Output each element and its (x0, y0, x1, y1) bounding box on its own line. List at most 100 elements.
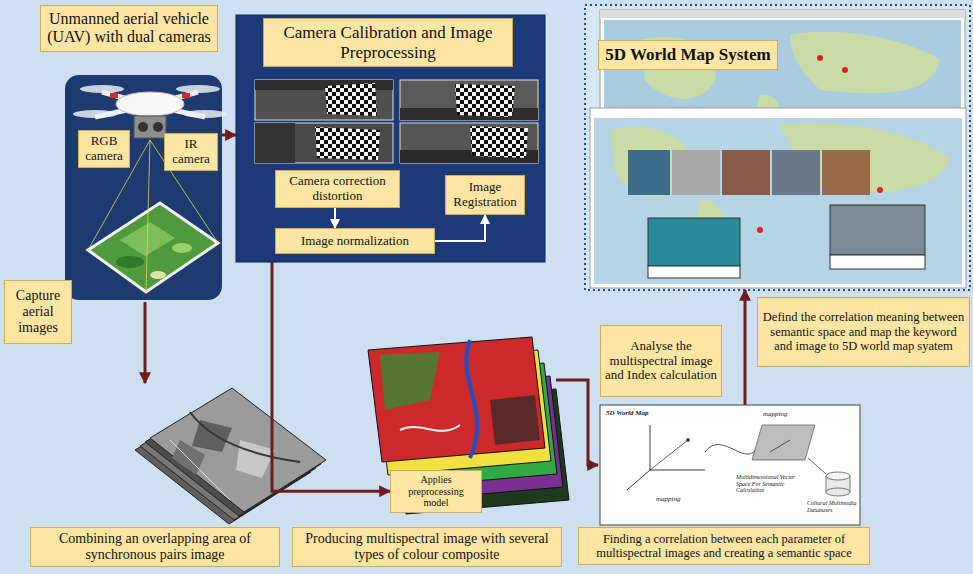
multispectral-stack (368, 337, 545, 462)
world-map-screens (722, 150, 770, 195)
world-map-screens (830, 255, 925, 269)
aerial-image-stack (192, 420, 232, 452)
box-text: RGB camera (83, 134, 125, 164)
world-map-screens (585, 5, 970, 290)
uav-illustration (116, 92, 184, 116)
figure-label: Cultural Multimedia Databases (806, 500, 858, 513)
calibration-illustration (470, 126, 528, 158)
semantic-space-figure (770, 440, 790, 452)
world-map-screens (830, 205, 925, 255)
calibration-illustration (400, 123, 538, 163)
world-map-screens (790, 32, 940, 94)
uav-illustration (80, 85, 124, 93)
uav-illustration (150, 271, 166, 279)
multispectral-stack (556, 380, 598, 465)
multispectral-stack (466, 340, 477, 458)
box-text: Defind the correlation meaning between s… (762, 310, 965, 353)
world-map-screens (628, 150, 670, 195)
uav-illustration (172, 243, 192, 253)
box-text: Analyse the multispectral image and Inde… (605, 339, 717, 384)
camera-label: RGB camera (78, 130, 130, 168)
uav-illustration (138, 122, 148, 132)
aerial-image-stack (170, 440, 230, 500)
note-box: Defind the correlation meaning between s… (757, 297, 970, 367)
calibration-illustration (315, 127, 380, 160)
box-text: Capture aerial images (9, 288, 67, 336)
flow-arrow (334, 208, 336, 228)
uav-illustration (182, 93, 190, 98)
uav-illustration (183, 110, 227, 118)
multispectral-stack (368, 337, 598, 514)
flow-arrow (272, 262, 390, 491)
world-map-screens (600, 10, 965, 18)
calibration-illustration (255, 80, 393, 120)
process-box: Image normalization (275, 228, 435, 254)
world-map-screens (877, 187, 883, 193)
step-label: Applies preprocessing model (390, 470, 482, 513)
multispectral-stack (490, 395, 540, 445)
box-text: Finding a correlation between each param… (583, 532, 865, 561)
multispectral-stack (400, 425, 460, 431)
world-map-screens (585, 5, 970, 290)
process-box: Image Registration (445, 175, 525, 215)
aerial-image-stack (190, 412, 300, 462)
semantic-space-figure (826, 488, 850, 496)
world-map-screens (817, 55, 823, 61)
semantic-space-figure (650, 470, 705, 471)
uav-illustration (73, 110, 117, 118)
uav-illustration (144, 302, 147, 383)
box-text: Combining an overlapping area of synchro… (35, 531, 275, 563)
calibration-illustration (400, 80, 538, 120)
world-map-screens (648, 218, 740, 266)
semantic-space-figure (826, 472, 850, 480)
box-text: Applies preprocessing model (395, 474, 477, 509)
figure-label: mapping (762, 411, 789, 419)
flow-arrow (744, 290, 747, 405)
panel-title: 5D World Map System (598, 40, 778, 70)
semantic-space-figure (650, 425, 651, 470)
world-map-screens (672, 150, 720, 195)
world-map-screens (822, 150, 870, 195)
caption-box: Producing multispectral image with sever… (292, 527, 562, 567)
uav-panel: Unmanned aerial vehicle (UAV) with dual … (40, 5, 222, 300)
multispectral-stack (380, 352, 440, 410)
uav-illustration (134, 116, 166, 138)
world-map-screens (590, 108, 966, 288)
box-text: Producing multispectral image with sever… (297, 531, 557, 563)
semantic-space-figure (686, 438, 690, 442)
caption-box: Combining an overlapping area of synchro… (30, 527, 280, 567)
uav-illustration (65, 75, 222, 300)
world-map-screens (772, 150, 820, 195)
world-map-screens (594, 118, 962, 284)
aerial-image-stack (236, 440, 275, 478)
map-system-panel: 5D World Map System (585, 5, 970, 290)
world-map-screens (842, 67, 848, 73)
box-text: IR camera (169, 137, 213, 167)
world-map-screens (648, 266, 740, 278)
semantic-space-figure (600, 405, 860, 525)
panel-title: Unmanned aerial vehicle (UAV) with dual … (40, 5, 218, 52)
semantic-space-figure (808, 458, 826, 474)
process-box: Camera correction distortion (275, 170, 400, 208)
semantic-space-figure (627, 470, 650, 490)
uav-illustration (116, 256, 144, 268)
camera-label: IR camera (164, 133, 218, 171)
step-label: Capture aerial images (4, 280, 72, 344)
calibration-illustration (455, 84, 515, 117)
world-map-screens (757, 227, 763, 233)
calibration-illustration (236, 15, 545, 262)
uav-illustration (176, 85, 220, 93)
uav-illustration (65, 75, 227, 383)
uav-illustration (110, 93, 118, 98)
figure-label: mapping (655, 496, 682, 504)
figure-label: Multidimensional Vector Space For Semant… (735, 474, 809, 494)
semantic-space-figure (650, 440, 688, 470)
panel-title: 5D World Map (606, 409, 696, 417)
box-text: Image normalization (280, 234, 430, 249)
uav-illustration (153, 122, 163, 132)
calibration-panel: Camera Calibration and Image Preprocessi… (236, 15, 545, 262)
flow-arrow (435, 215, 485, 241)
